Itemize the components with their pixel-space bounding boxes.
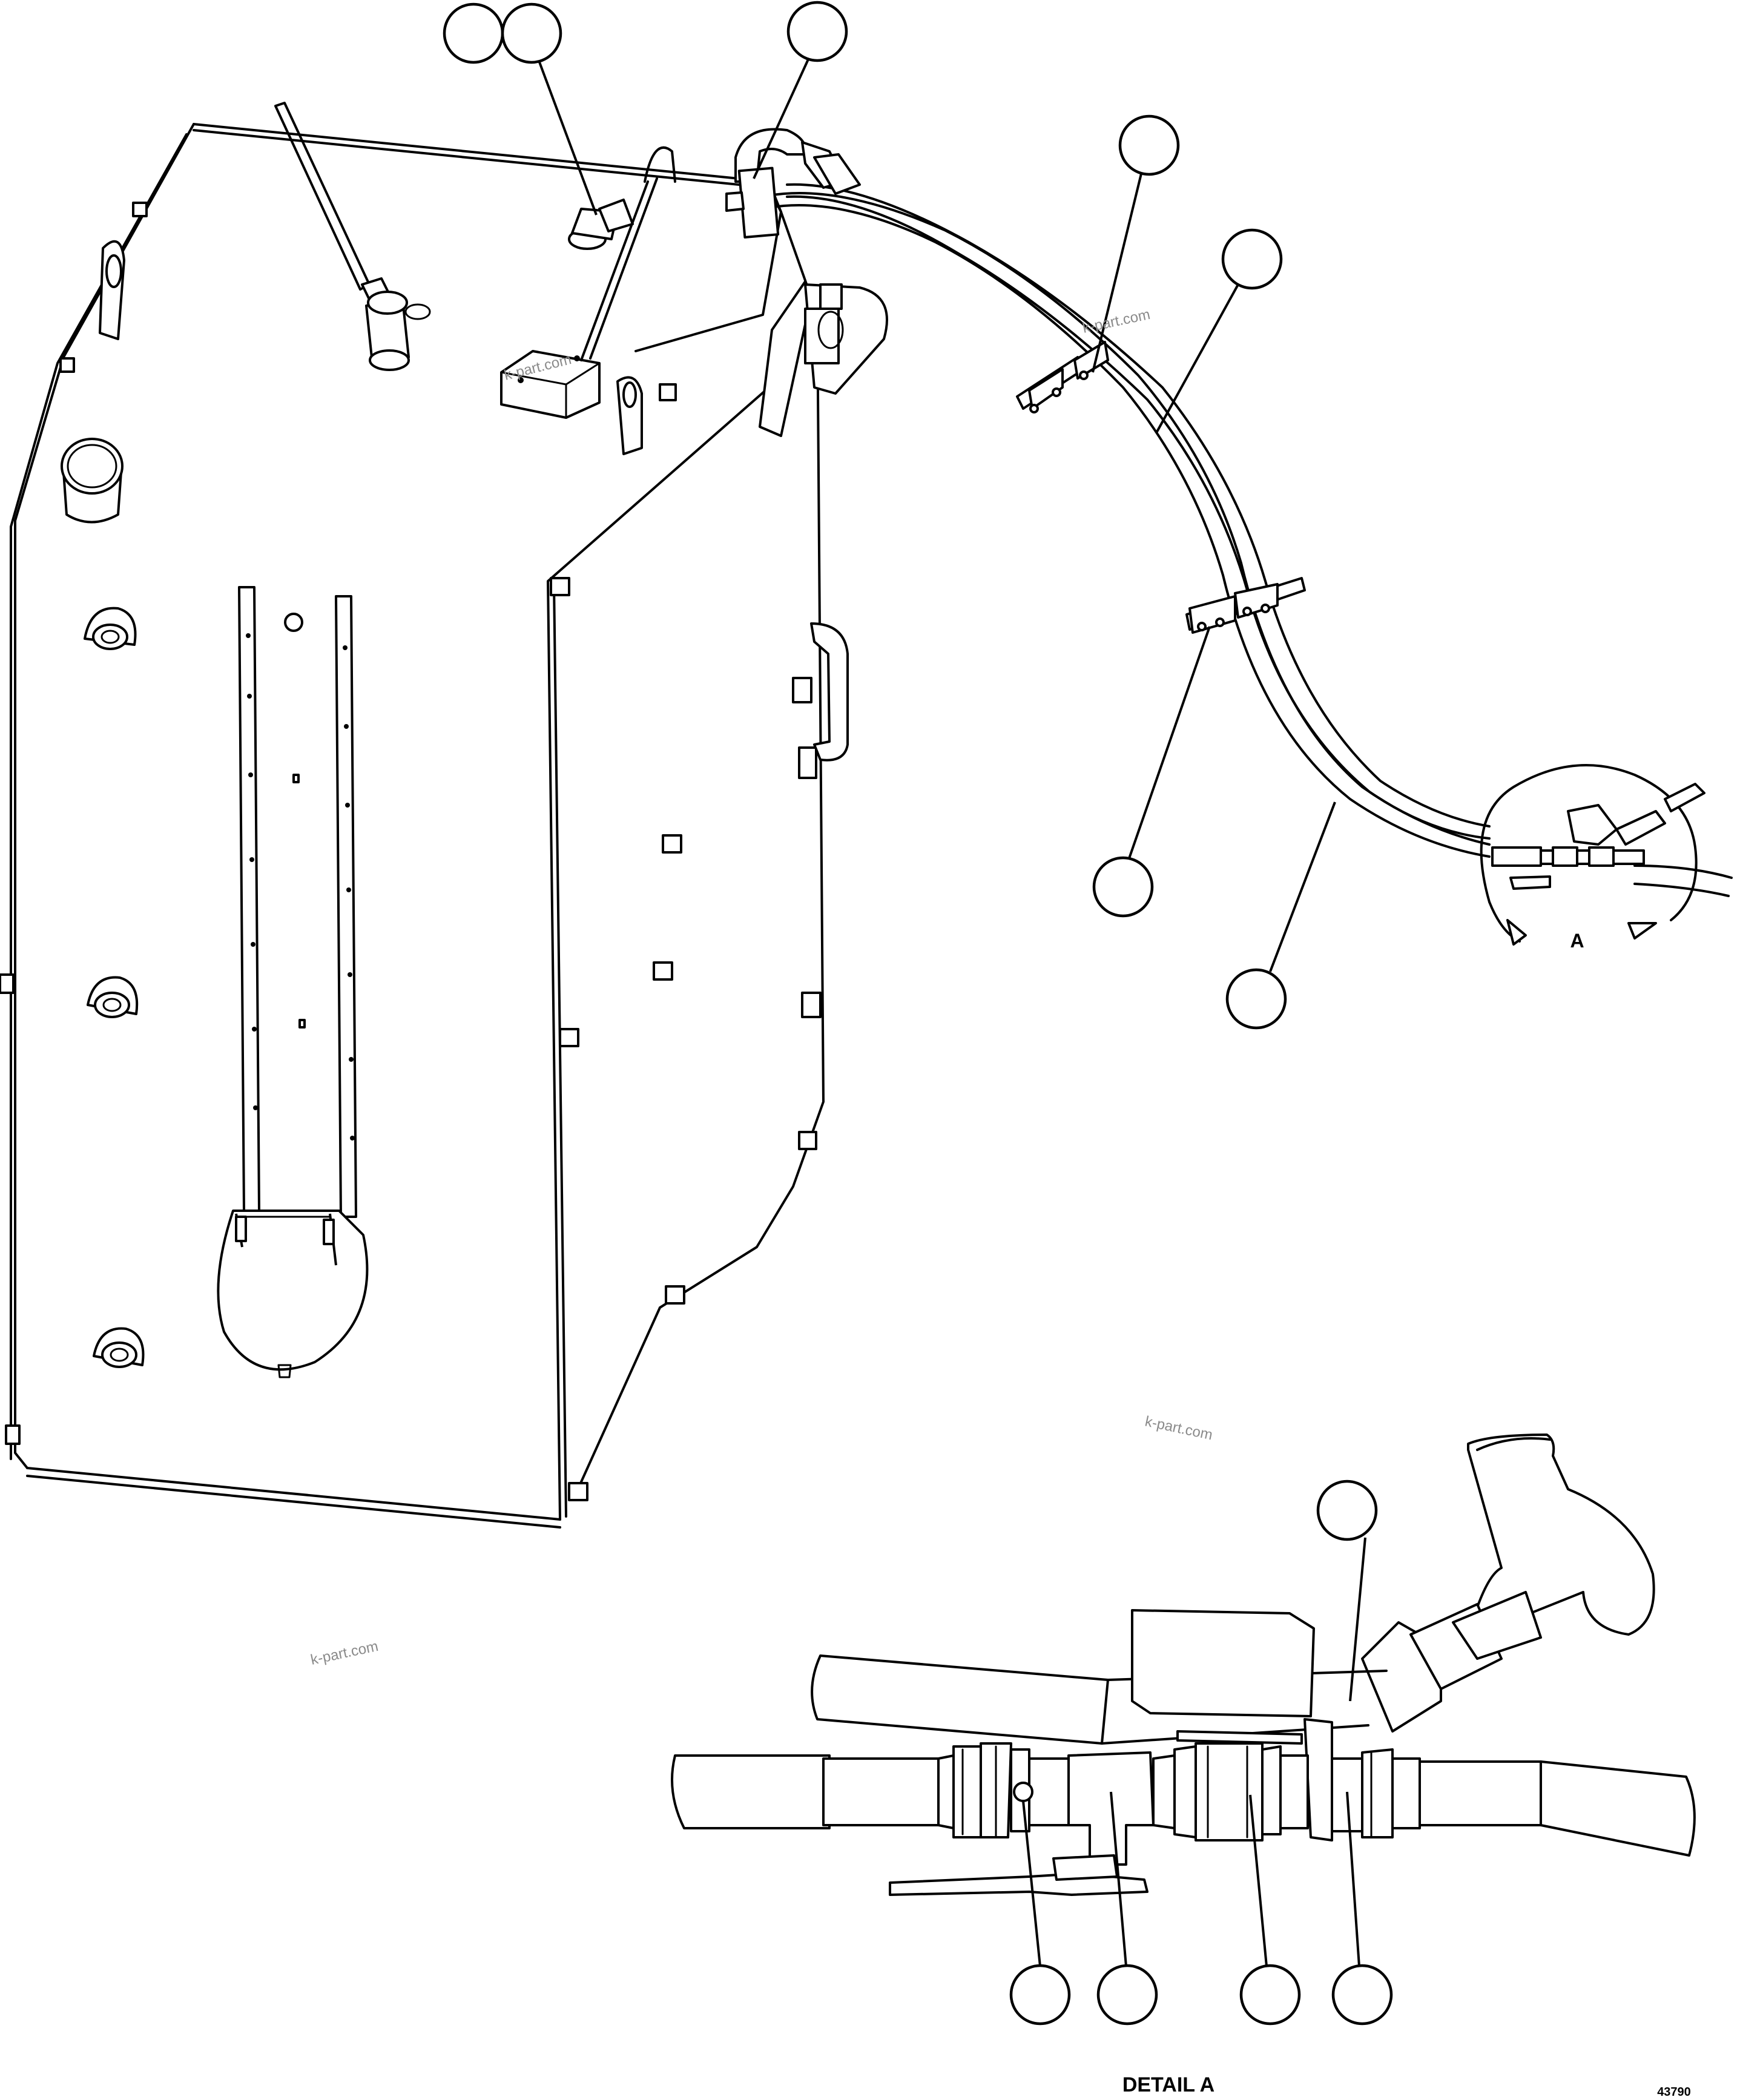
filler-cap <box>61 438 124 524</box>
callout-balloon <box>1225 968 1287 1030</box>
detail-a-arrow-label: A <box>1570 930 1584 952</box>
watermark: k-part.com <box>1081 306 1152 337</box>
callout-balloon <box>1331 1964 1393 2026</box>
detail-a-enlarged <box>671 1433 1696 1896</box>
callout-balloon <box>501 2 562 64</box>
hose-clamp <box>1016 341 1109 413</box>
callout-balloon <box>786 1 848 62</box>
callout-balloon <box>1096 1964 1158 2026</box>
callout-balloon <box>1092 856 1154 918</box>
callout-balloon <box>1009 1964 1071 2026</box>
suction-elbow <box>568 199 634 250</box>
hose-clamp <box>1185 577 1306 634</box>
drawing-number: 43790 <box>1657 2085 1691 2099</box>
elbow-fitting <box>734 128 861 239</box>
hose-assembly <box>725 128 1491 858</box>
sight-gauge <box>84 607 137 650</box>
callout-balloon <box>1118 114 1180 176</box>
callout-balloon <box>1316 1480 1378 1541</box>
cleanout-cover <box>217 1210 369 1378</box>
sight-gauge <box>93 1327 145 1368</box>
callout-balloons <box>443 1 1393 2026</box>
detail-a-view-marker: A <box>1480 764 1733 952</box>
callout-balloon <box>1239 1964 1301 2026</box>
callout-balloon <box>1221 228 1283 290</box>
breather <box>274 102 431 371</box>
mount-bracket <box>759 280 888 437</box>
callout-balloon <box>443 2 504 64</box>
detail-a-caption: DETAIL A <box>1122 2073 1214 2096</box>
watermark: k-part.com <box>1144 1413 1214 1443</box>
watermark: k-part.com <box>309 1638 380 1668</box>
hydraulic-tank <box>0 102 888 1529</box>
sight-gauge <box>87 976 139 1018</box>
junction-box <box>500 177 658 419</box>
